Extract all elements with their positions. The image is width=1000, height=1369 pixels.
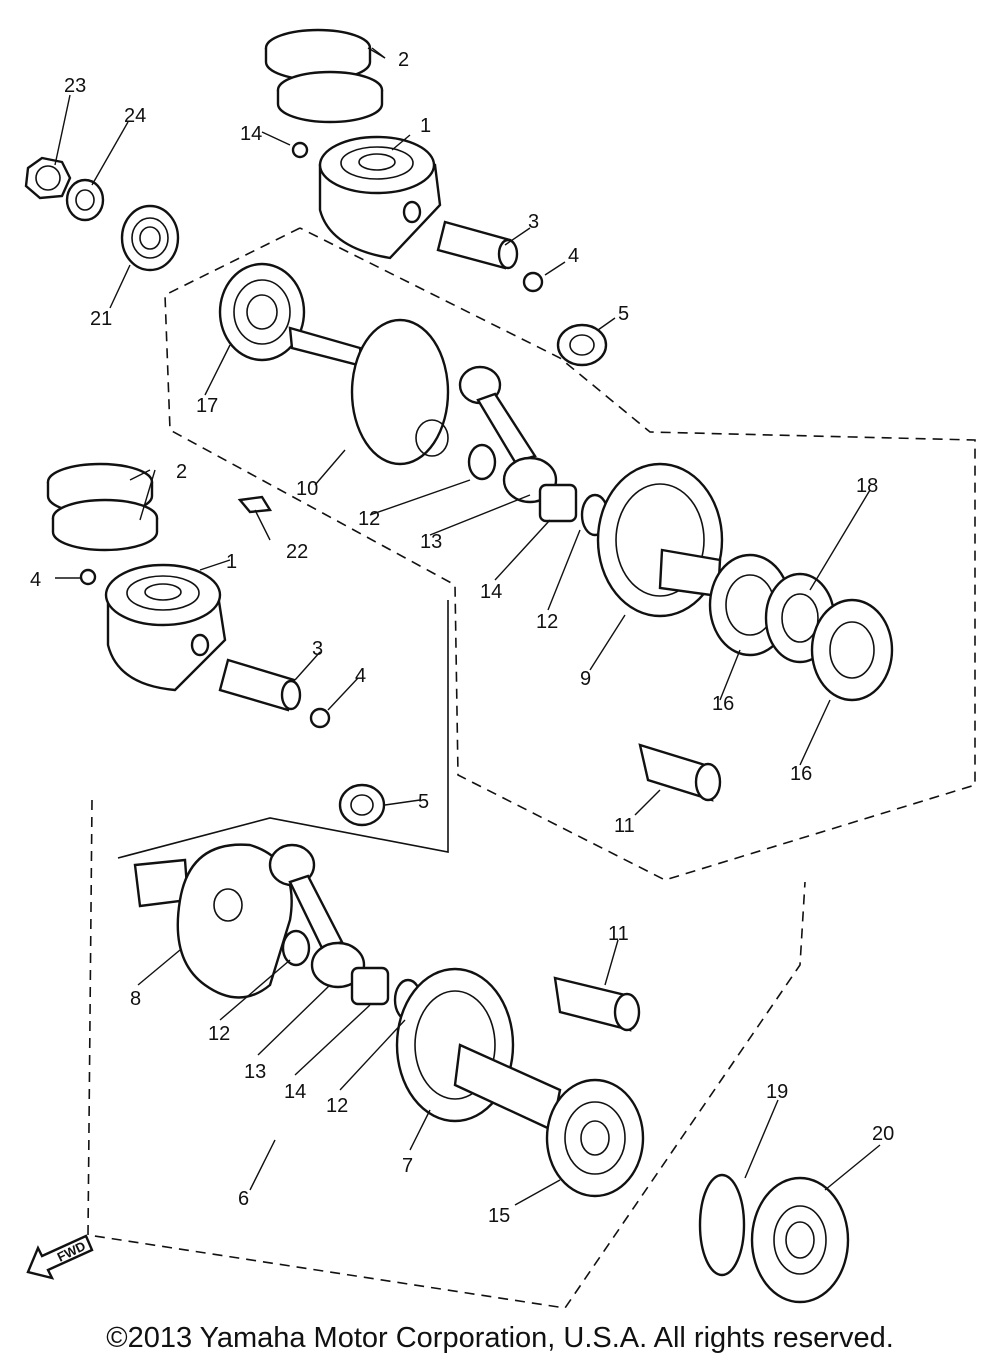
callout-8: 8 (130, 988, 141, 1010)
crank-nut (24, 156, 72, 200)
callout-numbers: 2 14 1 3 4 5 23 24 21 17 10 12 13 14 12 … (30, 49, 894, 1227)
callout-15: 15 (488, 1205, 510, 1227)
callout-4: 4 (568, 245, 579, 267)
crank-pin-bearing-lower (350, 966, 390, 1006)
callout-14: 14 (284, 1081, 306, 1103)
fwd-label: FWD (55, 1238, 88, 1264)
bearing-left-main (218, 262, 306, 362)
callout-10: 10 (296, 478, 318, 500)
callout-7: 7 (402, 1155, 413, 1177)
bearing-15 (545, 1078, 645, 1198)
callout-3: 3 (528, 211, 539, 233)
leader-lines (54, 47, 881, 1206)
woodruff-key (237, 495, 273, 514)
crankshaft-piston-exploded-diagram: FWD (24, 28, 976, 1309)
callout-21: 21 (90, 308, 112, 330)
callout-13: 13 (244, 1061, 266, 1083)
crank-pin-11-right (638, 743, 722, 802)
piston-upper (318, 135, 442, 260)
piston-pin-lower (218, 658, 302, 712)
forward-direction-arrow: FWD (26, 1234, 94, 1280)
callout-22: 22 (286, 541, 308, 563)
copyright-notice: ©2013 Yamaha Motor Corporation, U.S.A. A… (106, 1322, 894, 1354)
callout-1: 1 (226, 551, 237, 573)
callout-4: 4 (30, 569, 41, 591)
callout-12: 12 (208, 1023, 230, 1045)
connecting-rod-upper (458, 365, 558, 504)
thrust-washer-lower-a (281, 929, 311, 967)
thrust-washer-upper-a (467, 443, 497, 481)
callout-19: 19 (766, 1081, 788, 1103)
callout-6: 6 (238, 1188, 249, 1210)
callout-13: 13 (420, 531, 442, 553)
bearing-16-right (810, 598, 894, 702)
callout-14: 14 (480, 581, 502, 603)
piston-rings-lower (46, 462, 159, 552)
callout-11: 11 (614, 815, 635, 837)
crank-web-8 (133, 843, 293, 999)
crank-web-upper (288, 318, 450, 466)
callout-9: 9 (580, 668, 591, 690)
circlip-lower-right (309, 707, 331, 729)
callout-16: 16 (712, 693, 734, 715)
lower-crank-assembly-outline (87, 799, 806, 1309)
callout-17: 17 (196, 395, 218, 417)
needle-bearing-small-end-lower (338, 783, 386, 827)
oil-seal-20 (750, 1176, 850, 1304)
callout-12: 12 (536, 611, 558, 633)
callout-24: 24 (124, 105, 146, 127)
callout-11: 11 (608, 923, 629, 945)
oil-seal-left (120, 204, 180, 272)
circlip-upper-right (522, 271, 544, 293)
upper-crank-assembly-outline (164, 227, 976, 881)
piston-rings-upper (264, 28, 384, 124)
callout-23: 23 (64, 75, 86, 97)
crank-pin-11-lower (553, 976, 641, 1032)
callout-12: 12 (358, 508, 380, 530)
callout-14: 14 (240, 123, 262, 145)
callout-3: 3 (312, 638, 323, 660)
crank-web-9 (596, 462, 724, 618)
crank-web-7 (395, 967, 562, 1132)
callout-18: 18 (856, 475, 878, 497)
lower-crank-rod-outline (117, 600, 449, 859)
callout-16: 16 (790, 763, 812, 785)
callout-20: 20 (872, 1123, 894, 1145)
circlip-lower-left (79, 568, 97, 586)
crank-pin-bearing-upper (538, 483, 578, 523)
lock-washer (65, 178, 105, 222)
piston-lower (104, 563, 227, 692)
piston-pin-upper (436, 220, 519, 270)
needle-bearing-small-end-upper (556, 323, 608, 367)
callout-5: 5 (618, 303, 629, 325)
callout-12: 12 (326, 1095, 348, 1117)
callout-1: 1 (420, 115, 431, 137)
callout-2: 2 (176, 461, 187, 483)
circlip-upper-left (291, 141, 309, 159)
callout-2: 2 (398, 49, 409, 71)
circlip-19 (698, 1173, 746, 1277)
callout-4: 4 (355, 665, 366, 687)
callout-5: 5 (418, 791, 429, 813)
